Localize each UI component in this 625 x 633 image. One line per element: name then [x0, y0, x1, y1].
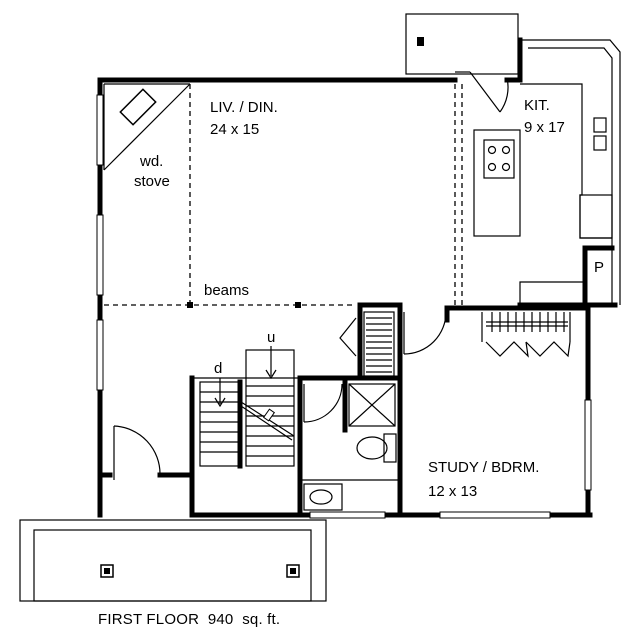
kitchen-island — [473, 129, 521, 237]
sink-icon — [303, 483, 343, 511]
stair-down-label: d — [214, 360, 222, 377]
porch — [19, 519, 327, 602]
kitchen-bay-window — [520, 39, 621, 305]
living-dining-name: LIV. / DIN. — [210, 99, 278, 116]
entry-door-icon — [113, 425, 161, 480]
windows — [96, 94, 592, 519]
shower-icon — [348, 383, 396, 427]
bathroom — [303, 383, 397, 511]
staircase: d u — [199, 329, 295, 469]
wood-stove-label-line2: stove — [134, 173, 170, 190]
floor-caption: FIRST FLOOR 940 sq. ft. — [98, 611, 280, 628]
kitchen-sink-icon — [593, 117, 607, 151]
toilet-icon — [356, 433, 397, 463]
pantry: P — [582, 245, 615, 308]
kitchen-door-icon — [455, 71, 509, 113]
stair-up-label: u — [267, 329, 275, 346]
wood-stove-label-line1: wd. — [139, 153, 163, 170]
kitchen-name: KIT. — [524, 97, 550, 114]
study-room: STUDY / BDRM. 12 x 13 — [403, 311, 571, 500]
stair-down-arrow-icon — [214, 378, 226, 408]
wood-stove-icon — [119, 88, 157, 126]
entry-bumpout — [405, 13, 519, 75]
hall-closet — [339, 311, 395, 377]
bath-door-icon — [303, 383, 343, 423]
porch-post-left — [100, 564, 114, 578]
stair-up-arrow-icon — [265, 346, 277, 380]
beams-label: beams — [204, 282, 249, 299]
pantry-label: P — [594, 259, 604, 276]
study-size: 12 x 13 — [428, 483, 477, 500]
study-name: STUDY / BDRM. — [428, 459, 539, 476]
study-closet — [481, 312, 571, 358]
porch-post-right — [286, 564, 300, 578]
kitchen-size: 9 x 17 — [524, 119, 565, 136]
interior-walls — [189, 302, 591, 518]
living-dining-size: 24 x 15 — [210, 121, 259, 138]
kitchen-room: P KIT. 9 x 17 — [455, 71, 615, 308]
living-dining-room: LIV. / DIN. 24 x 15 wd. stove beams — [103, 83, 456, 308]
study-door-icon — [403, 311, 447, 355]
